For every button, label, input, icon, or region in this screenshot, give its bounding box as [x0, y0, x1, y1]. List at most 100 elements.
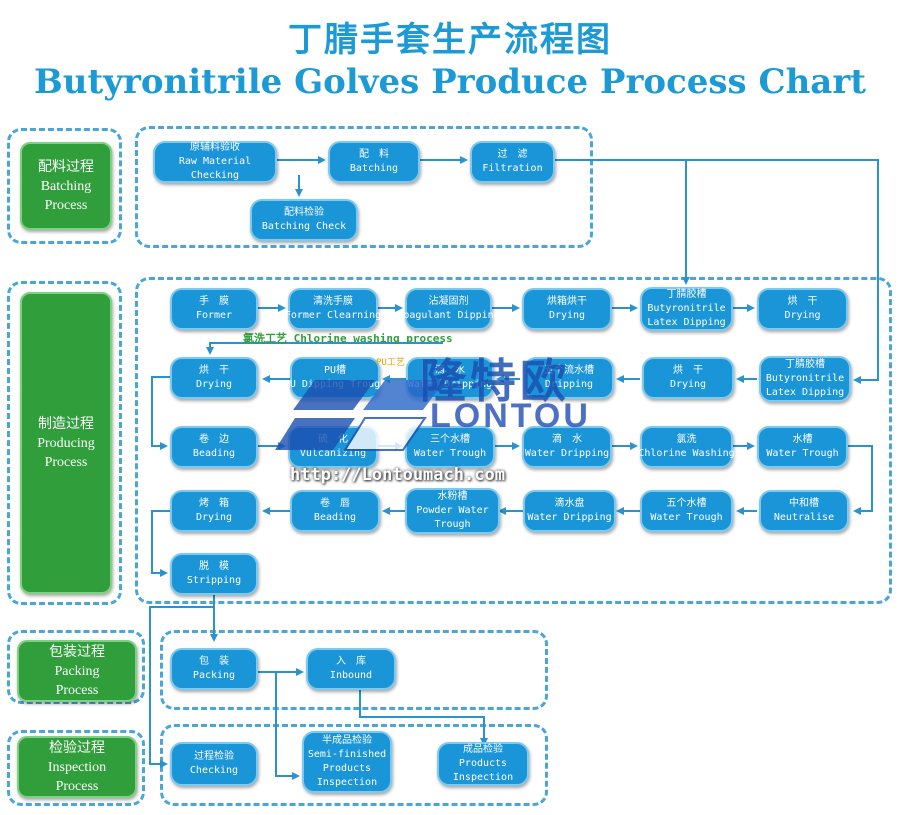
- node-label-en: Water Trough: [650, 512, 723, 523]
- node-label-cn: 滴 水: [435, 365, 465, 376]
- node-label-cn: 丁腈胶槽: [666, 289, 707, 300]
- node-label-en: Packing: [192, 670, 236, 681]
- node-label-en: Water Dripping: [527, 512, 612, 523]
- node-drying-row2-right: 烘 干 Drying: [642, 357, 734, 399]
- node-label-en: Batching: [349, 163, 399, 174]
- node-label-cn: 过 滤: [497, 149, 528, 160]
- node-label-cn: 三个水槽: [430, 434, 470, 445]
- node-coagulant-dipping: 沾凝固剂 Coagulant Dipping: [397, 288, 500, 330]
- node-latex-dipping-2: 丁腈胶槽 Butyronitrile Latex Dipping: [759, 356, 851, 402]
- node-label-cn: 水槽: [792, 434, 813, 445]
- node-five-flow-troughs: 五个流水槽 Dripping: [524, 357, 614, 399]
- node-label-en: Checking: [189, 765, 239, 776]
- stage-label-en: Batching: [40, 178, 92, 194]
- node-label-cn: 卷 边: [199, 434, 229, 445]
- stage-label-en: Producing: [37, 435, 95, 451]
- node-powder-water-trough: 水粉槽 Powder Water Trough: [405, 488, 500, 534]
- node-label-cn: 五个水槽: [666, 498, 707, 509]
- stage-producing: 制造过程 Producing Process: [20, 292, 112, 594]
- node-label-en: Water Dripping: [407, 379, 493, 390]
- node-label-en: Vulcanizing: [299, 448, 367, 459]
- node-label-en: Powder Water: [416, 505, 489, 516]
- node-label-en: Neutralise: [773, 512, 835, 523]
- node-label-cn: 沾凝固剂: [428, 296, 469, 307]
- stage-label-en: Packing: [54, 663, 100, 679]
- node-label-en: Semi-finished: [307, 749, 387, 760]
- node-chlorine-washing: 氯洗 Chlorine Washing: [638, 426, 735, 468]
- node-label-en: Dripping: [544, 379, 594, 390]
- node-label-en: Latex Dipping: [765, 387, 845, 398]
- stage-inspection: 检验过程 Inspection Process: [17, 736, 137, 798]
- packing-process-frame: [160, 630, 548, 710]
- node-batching: 配 料 Batching: [328, 141, 420, 183]
- node-label-en: Products: [322, 763, 372, 774]
- node-label-en: Stripping: [186, 575, 242, 586]
- stage-batching: 配料过程 Batching Process: [20, 142, 112, 230]
- node-label-cn: 入 库: [336, 656, 366, 667]
- node-label-cn: 滴 水: [552, 434, 582, 445]
- node-label-en: Latex Dipping: [647, 317, 726, 328]
- node-label-en: Inspection: [316, 777, 378, 788]
- stage-label-cn: 包装过程: [49, 644, 105, 660]
- stage-label-en: Process: [55, 778, 99, 794]
- node-semi-finished-inspection: 半成品检验 Semi-finished Products Inspection: [302, 731, 392, 793]
- node-water-dripping-2: 滴 水 Water Dripping: [522, 426, 612, 468]
- node-label-cn: 手 膜: [199, 296, 229, 307]
- node-label-cn: 成品检验: [463, 744, 503, 755]
- node-label-en: Butyronitrile: [765, 373, 845, 384]
- stage-label-en: Inspection: [47, 759, 107, 775]
- node-label-en: Drying: [195, 379, 233, 390]
- node-label-cn: 中和槽: [789, 498, 819, 509]
- stage-label-en: Process: [44, 454, 88, 470]
- node-label-en: Beading: [192, 448, 236, 459]
- node-former: 手 膜 Former: [170, 288, 258, 330]
- node-label-en: Inbound: [329, 670, 373, 681]
- node-label-en: Butyronitrile: [647, 303, 726, 314]
- node-label-en: Water Trough: [413, 448, 487, 459]
- stage-label-cn: 检验过程: [49, 740, 105, 756]
- node-oven-drying: 烘箱烘干 Drying: [522, 288, 612, 330]
- node-stripping: 脱 模 Stripping: [170, 553, 258, 595]
- producing-stage-frame: [7, 281, 122, 605]
- node-label-en: Batching Check: [261, 221, 347, 232]
- node-label-cn: 烤 箱: [199, 498, 229, 509]
- node-inbound: 入 库 Inbound: [306, 648, 396, 690]
- node-label-cn: PU槽: [323, 365, 347, 376]
- node-process-checking: 过程检验 Checking: [170, 742, 258, 786]
- node-oven-drying-2: 烤 箱 Drying: [170, 490, 258, 532]
- node-beading-1: 卷 边 Beading: [170, 426, 258, 468]
- node-label-en: Chlorine Washing: [638, 448, 735, 459]
- node-label-cn: 氯洗: [676, 434, 697, 445]
- node-label-cn: 包 装: [199, 656, 229, 667]
- node-label-cn: 卷 唇: [320, 498, 350, 509]
- node-three-water-troughs: 三个水槽 Water Trough: [405, 426, 495, 468]
- inspection-stage-frame: [7, 730, 145, 806]
- node-label-en: Drying: [784, 310, 821, 321]
- node-label-en: Beading: [313, 512, 357, 523]
- node-label-cn: 脱 模: [199, 561, 229, 572]
- stage-label-cn: 制造过程: [38, 416, 94, 432]
- node-label-cn: 滴水盘: [554, 498, 585, 509]
- node-label-cn: 半成品检验: [322, 735, 372, 746]
- stage-label-en: Process: [55, 682, 99, 698]
- pu-process-annotation: PU工艺: [376, 358, 405, 368]
- node-label-en: Former Clearning: [284, 310, 382, 321]
- title-chinese: 丁腈手套生产流程图: [288, 20, 612, 60]
- packing-stage-frame: [7, 630, 145, 704]
- stage-label-cn: 配料过程: [38, 159, 94, 175]
- node-label-cn: 烘 干: [787, 296, 818, 307]
- node-batching-check: 配料检验 Batching Check: [250, 199, 358, 241]
- batching-process-frame: [135, 126, 593, 248]
- lontou-logo-mark: [275, 380, 445, 451]
- node-label-cn: 烘 干: [673, 365, 703, 376]
- node-label-cn: 清洗手膜: [313, 296, 353, 307]
- node-label-cn: 配料检验: [284, 207, 324, 218]
- watermark-brand-cn: 隆特欧: [420, 354, 570, 408]
- node-label-cn: 五个流水槽: [544, 365, 594, 376]
- batching-stage-frame: [7, 128, 122, 244]
- node-label-en: Former: [195, 310, 233, 321]
- node-label-en: Drying: [548, 310, 586, 321]
- node-beading-2: 卷 唇 Beading: [290, 490, 380, 532]
- node-five-water-troughs: 五个水槽 Water Trough: [640, 490, 733, 532]
- node-label-en: Filtration: [482, 163, 543, 174]
